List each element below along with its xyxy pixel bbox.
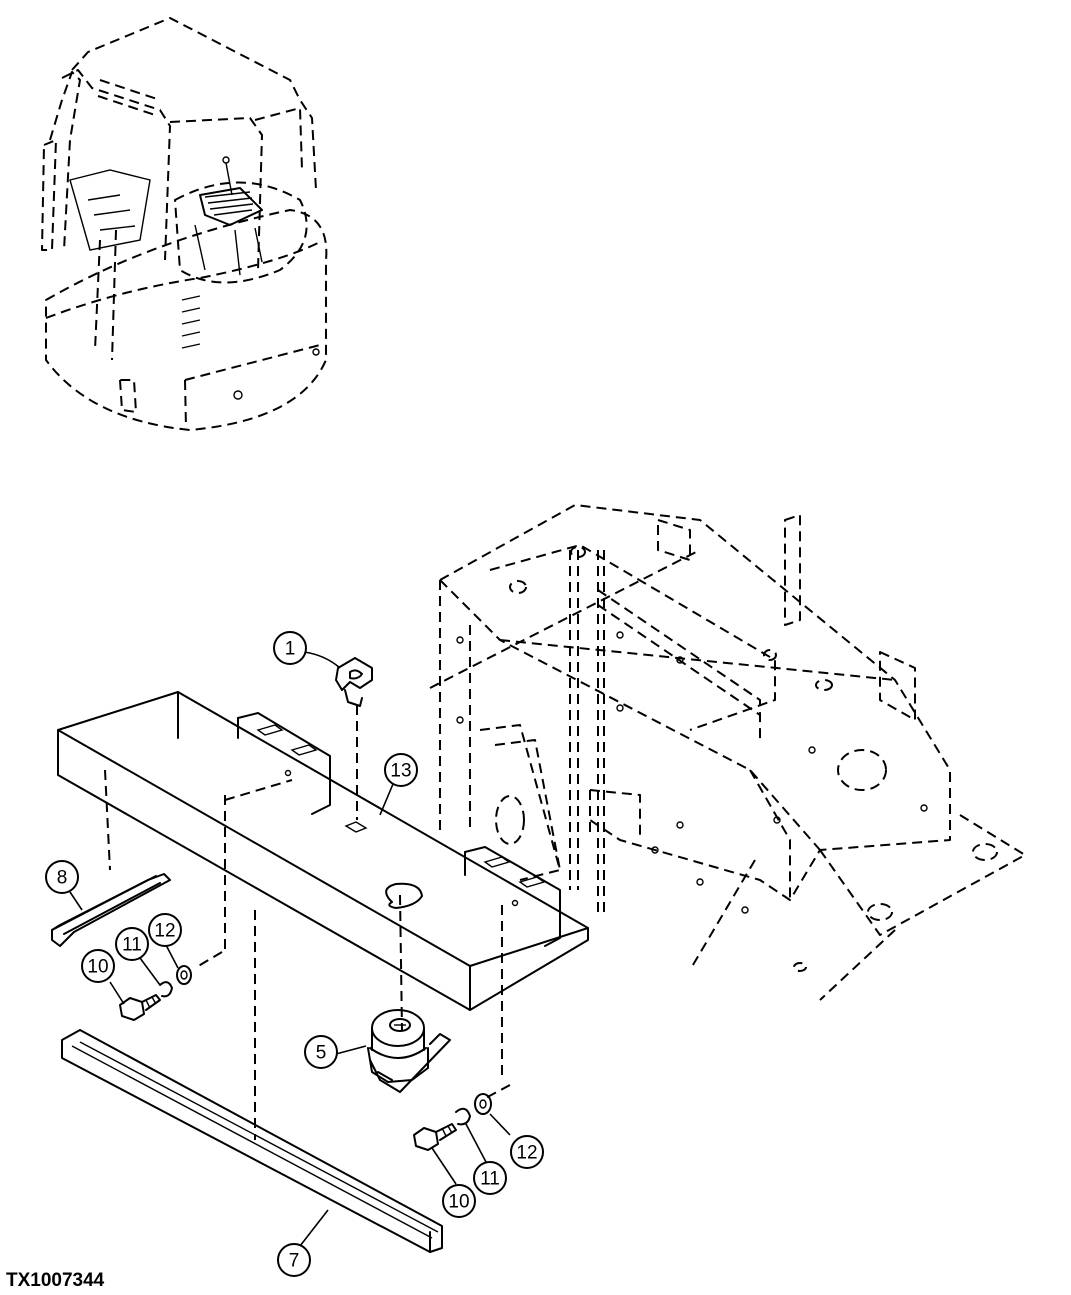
svg-text:11: 11 — [480, 1169, 500, 1190]
svg-text:8: 8 — [57, 868, 68, 889]
machine-overview-inset — [41, 17, 328, 431]
hardware-right — [413, 1093, 492, 1151]
callout-10-right: 10 — [442, 1184, 476, 1218]
callout-7: 7 — [277, 1243, 311, 1277]
callout-12-left: 12 — [148, 913, 182, 947]
callout-13: 13 — [384, 753, 418, 787]
svg-text:12: 12 — [154, 921, 175, 942]
key-switch-part-5 — [367, 1009, 451, 1093]
svg-text:5: 5 — [316, 1043, 327, 1064]
svg-text:12: 12 — [516, 1143, 537, 1164]
svg-text:1: 1 — [285, 639, 296, 660]
callout-5: 5 — [304, 1035, 338, 1069]
console-box — [57, 691, 589, 1140]
callout-1: 1 — [273, 631, 307, 665]
figure-id-label: TX1007344 — [6, 1270, 105, 1291]
trim-part-8 — [51, 873, 171, 947]
callout-8: 8 — [45, 860, 79, 894]
leader-lines — [69, 651, 511, 1247]
trim-part-7 — [61, 1029, 443, 1253]
callout-11-left: 11 — [115, 927, 149, 961]
hardware-left — [119, 965, 192, 1021]
svg-text:7: 7 — [289, 1251, 300, 1272]
upper-structure-frame — [429, 504, 1026, 1001]
svg-text:10: 10 — [448, 1192, 469, 1213]
clip-part-1 — [335, 657, 373, 707]
callout-10-left: 10 — [81, 949, 115, 983]
svg-text:11: 11 — [122, 935, 142, 956]
svg-text:10: 10 — [87, 957, 108, 978]
callout-12-right: 12 — [510, 1135, 544, 1169]
callout-11-right: 11 — [473, 1161, 507, 1195]
svg-text:13: 13 — [390, 761, 411, 782]
